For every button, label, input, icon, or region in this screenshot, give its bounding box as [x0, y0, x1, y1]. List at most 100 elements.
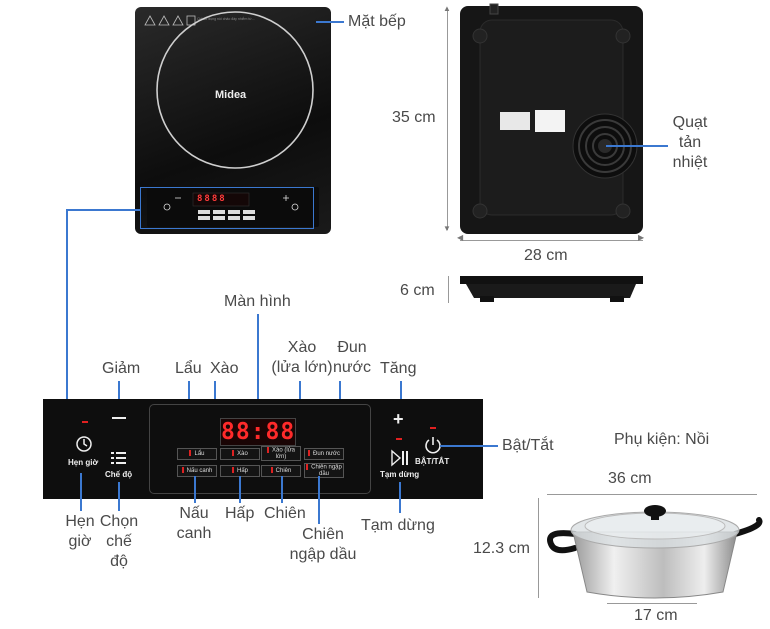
label-soup-line2: canh [176, 525, 212, 542]
label-fan: Quạt tản nhiệt [672, 114, 708, 171]
label-stir-fry-high-line1: Xào [287, 339, 317, 356]
mode-button-stir-fry[interactable]: Xào [220, 448, 260, 460]
mode-button-label[interactable]: Chế độ [105, 470, 133, 479]
label-deep-fry-line1: Chiên [302, 526, 344, 543]
panel-inner-frame [149, 404, 371, 494]
mode-button-hotpot-label: Lẩu [194, 451, 205, 457]
label-hotpot: Lẩu [175, 360, 202, 377]
mode-button-soup[interactable]: Nấu canh [177, 465, 217, 477]
mode-led-hotpot [189, 450, 192, 457]
cooktop-brand-logo: Midea [215, 89, 247, 101]
label-timer: Hẹn giờ [60, 512, 100, 552]
label-boil-water-line1: Đun [337, 339, 367, 356]
dim-line-width [460, 240, 643, 241]
callout-line-steam [239, 476, 241, 503]
callout-line-power [440, 445, 498, 447]
timer-button-label[interactable]: Hẹn giờ [68, 458, 99, 467]
timer-icon[interactable] [75, 435, 93, 453]
label-boil-water: Đun nước [332, 338, 372, 378]
label-mode: Chọn chế độ [97, 512, 141, 572]
svg-text:Chỉ sử dụng nồi chảo đáy nhiễm: Chỉ sử dụng nồi chảo đáy nhiễm từ... [197, 16, 255, 21]
label-screen: Màn hình [224, 293, 291, 310]
mode-led-steam [231, 467, 234, 474]
dim-line-pot-top [547, 494, 757, 495]
callout-line-pause [399, 482, 401, 513]
label-increase: Tăng [380, 360, 417, 377]
cooktop-bottom-view [460, 3, 643, 234]
label-surface: Mặt bếp [348, 13, 406, 30]
mode-led-fry [270, 467, 273, 474]
cooktop-side-view [460, 276, 643, 304]
callout-line-timer [80, 473, 82, 511]
bottom-view-drawing [472, 3, 638, 219]
mode-button-deep-fry-label: Chiên ngập dầu [311, 464, 342, 477]
callout-line-soup [194, 476, 196, 503]
pause-button-label[interactable]: Tạm dừng [380, 470, 420, 479]
pot-illustration [547, 505, 763, 599]
cooktop-mini-display: 8888 [197, 194, 227, 204]
mode-led-boil-water [308, 450, 311, 457]
mode-button-steam-label: Hấp [236, 468, 248, 474]
label-stir-fry-high: Xào (lửa lớn) [266, 338, 338, 378]
label-boil-water-line2: nước [332, 359, 372, 376]
dim-line-pot-height [538, 498, 539, 598]
label-timer-line2: giờ [68, 533, 92, 550]
label-stir-fry: Xào [210, 360, 239, 377]
mode-button-soup-label: Nấu canh [186, 468, 213, 474]
mode-led-stir-fry-high [266, 447, 269, 453]
mode-button-stir-fry-high[interactable]: Xào (lửa lớn) [261, 446, 301, 461]
callout-line-deep-fry [318, 476, 320, 524]
label-deep-fry: Chiên ngập dầu [287, 525, 359, 565]
label-soup-line1: Nấu [179, 505, 209, 522]
callout-line-mode [118, 482, 120, 511]
connector-vertical [66, 209, 68, 399]
label-mode-line1: Chọn [99, 513, 139, 530]
connector-horizontal [66, 209, 140, 211]
label-pot-bottom-diameter: 17 cm [634, 607, 678, 624]
label-soup: Nấu canh [174, 504, 214, 544]
dim-arrow-width-right: ▶ [638, 233, 645, 242]
mode-button-boil-water-label: Đun nước [313, 451, 340, 457]
dim-arrow-length-top: ▲ [443, 4, 451, 13]
label-length: 35 cm [392, 109, 436, 126]
dim-arrow-length-bottom: ▼ [443, 224, 451, 233]
label-steam: Hấp [225, 505, 255, 522]
mode-led-soup [181, 467, 184, 474]
label-stir-fry-high-line2: (lửa lớn) [271, 359, 333, 376]
dim-arrow-width-left: ◀ [457, 233, 464, 242]
mode-button-hotpot[interactable]: Lẩu [177, 448, 217, 460]
mode-menu-icon[interactable] [111, 452, 127, 466]
mode-button-stir-fry-label: Xào [237, 451, 248, 457]
mode-led-deep-fry [306, 464, 309, 470]
accessory-title: Phụ kiện: Nồi [614, 431, 710, 448]
mode-button-stir-fry-high-label: Xào (lửa lớn) [271, 447, 296, 460]
dim-line-pot-bottom [607, 603, 697, 604]
label-decrease: Giảm [102, 360, 141, 377]
label-width: 28 cm [524, 247, 568, 264]
power-icon[interactable] [424, 436, 442, 454]
callout-line-decrease [118, 381, 120, 401]
decrease-button[interactable] [112, 417, 126, 419]
power-button-label[interactable]: BẬT/TẮT [415, 457, 450, 466]
label-pot-height: 12.3 cm [473, 540, 530, 557]
side-view-drawing [460, 276, 643, 302]
timer-display: 88:88 [220, 418, 296, 446]
play-pause-icon[interactable] [391, 449, 408, 467]
callout-line-increase [400, 381, 402, 401]
timer-indicator-led [82, 421, 88, 423]
callout-line-fan [606, 145, 668, 147]
label-deep-fry-line2: ngập dầu [289, 546, 357, 563]
label-timer-line1: Hẹn [65, 513, 95, 530]
cooktop-top-view: Chỉ sử dụng nồi chảo đáy nhiễm từ... Mid… [135, 7, 331, 234]
label-fry: Chiên [264, 505, 306, 522]
power-indicator-led [430, 427, 436, 429]
increase-button[interactable]: + [393, 409, 404, 429]
mode-led-stir-fry [232, 450, 235, 457]
callout-line-fry [281, 476, 283, 503]
label-pot-top-diameter: 36 cm [608, 470, 652, 487]
mode-button-fry-label: Chiên [275, 468, 292, 474]
pause-indicator-led [396, 438, 402, 440]
label-pause: Tạm dừng [361, 517, 435, 534]
mode-button-boil-water[interactable]: Đun nước [304, 448, 344, 460]
mode-button-deep-fry[interactable]: Chiên ngập dầu [304, 463, 344, 478]
